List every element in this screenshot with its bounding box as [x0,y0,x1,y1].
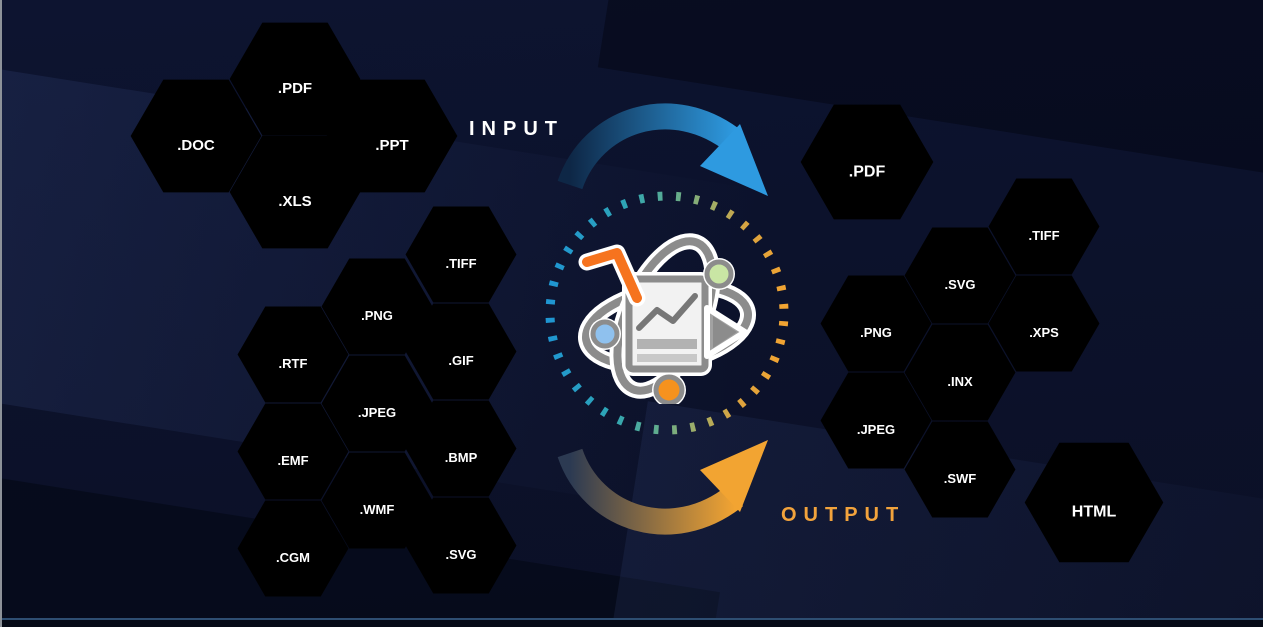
hexagon-input-svg: .SVG [405,497,517,594]
xls-file-icon: .XLS [269,158,321,226]
conversion-logo [577,233,757,404]
hexagon-input-doc: .DOC [130,79,262,193]
file-label: .SVG [445,546,477,562]
hexagon-input-xls: .XLS [229,135,361,249]
hexagon-input-ppt: .PPT [326,79,458,193]
file-label: HTML [1071,503,1117,521]
file-label: .PNG [860,324,892,340]
bottom-edge-strip [2,618,1263,627]
file-label: .PNG [361,307,393,323]
output-label: OUTPUT [781,504,906,526]
output-arrow [557,440,768,535]
inx-file-icon: .INX [938,343,982,402]
file-label: .WMF [359,501,395,517]
file-label: .INX [947,373,973,389]
ppt-file-icon: .PPT [366,102,418,170]
hexagon-input-wmf: .WMF [321,452,433,549]
file-label: .CGM [276,549,310,565]
html-file-icon: HTML [1066,466,1122,539]
tiff-file-icon: .TIFF [439,225,483,284]
input-arrow [557,103,768,196]
hexagon-input-png: .PNG [321,258,433,355]
pdf-file-icon: .PDF [839,125,895,199]
jpeg-file-icon: .JPEG [854,391,898,450]
tiff-file-icon: .TIFF [1022,197,1066,256]
hexagon-input-jpeg: .JPEG [321,355,433,452]
hexagon-input-bmp: .BMP [405,400,517,497]
hexagon-output-swf: .SWF [904,421,1016,518]
emf-file-icon: .EMF [271,422,315,481]
jpeg-file-icon: .JPEG [355,374,399,433]
hexagon-input-rtf: .RTF [237,306,349,403]
bmp-file-icon: .BMP [439,419,483,478]
file-label: .RTF [278,355,308,371]
hexagon-output-pdf: .PDF [800,104,934,220]
file-label: .SVG [944,276,976,292]
hexagon-input-emf: .EMF [237,403,349,500]
doc-file-icon: .DOC [170,102,222,170]
file-label: .BMP [444,449,478,465]
file-label: .DOC [177,137,215,155]
hexagon-input-pdf: .PDF [229,22,361,136]
hexagon-input-gif: .GIF [405,303,517,400]
file-label: .PDF [277,80,313,98]
pdf-file-icon: .PDF [269,45,321,113]
hexagon-output-tiff: .TIFF [988,178,1100,275]
dashed-circle [545,191,789,435]
file-label: .JPEG [357,404,397,420]
png-file-icon: .PNG [854,294,898,353]
hexagon-output-jpeg: .JPEG [820,372,932,469]
file-label: .TIFF [1028,227,1060,243]
hexagon-output-svg: .SVG [904,227,1016,324]
png-file-icon: .PNG [355,277,399,336]
file-label: .JPEG [856,421,896,437]
file-label: .PDF [848,163,886,181]
hexagon-output-html: HTML [1024,442,1164,563]
hexagon-output-xps: .XPS [988,275,1100,372]
file-label: .TIFF [445,255,477,271]
svg-file-icon: .SVG [938,246,982,305]
xps-file-icon: .XPS [1022,294,1066,353]
file-label: .GIF [448,352,474,368]
gif-file-icon: .GIF [439,322,483,381]
hexagon-output-png: .PNG [820,275,932,372]
svg-file-icon: .SVG [439,516,483,575]
wmf-file-icon: .WMF [355,471,399,530]
file-label: .EMF [277,452,309,468]
file-label: .XLS [278,193,312,211]
file-label: .PPT [375,137,409,155]
hexagon-input-tiff: .TIFF [405,206,517,303]
input-label: INPUT [469,118,564,140]
rtf-file-icon: .RTF [271,325,315,384]
file-label: .XPS [1029,324,1059,340]
cgm-file-icon: .CGM [271,519,315,578]
hexagon-output-inx: .INX [904,324,1016,421]
hexagon-input-cgm: .CGM [237,500,349,597]
swf-file-icon: .SWF [938,440,982,499]
file-label: .SWF [943,470,977,486]
